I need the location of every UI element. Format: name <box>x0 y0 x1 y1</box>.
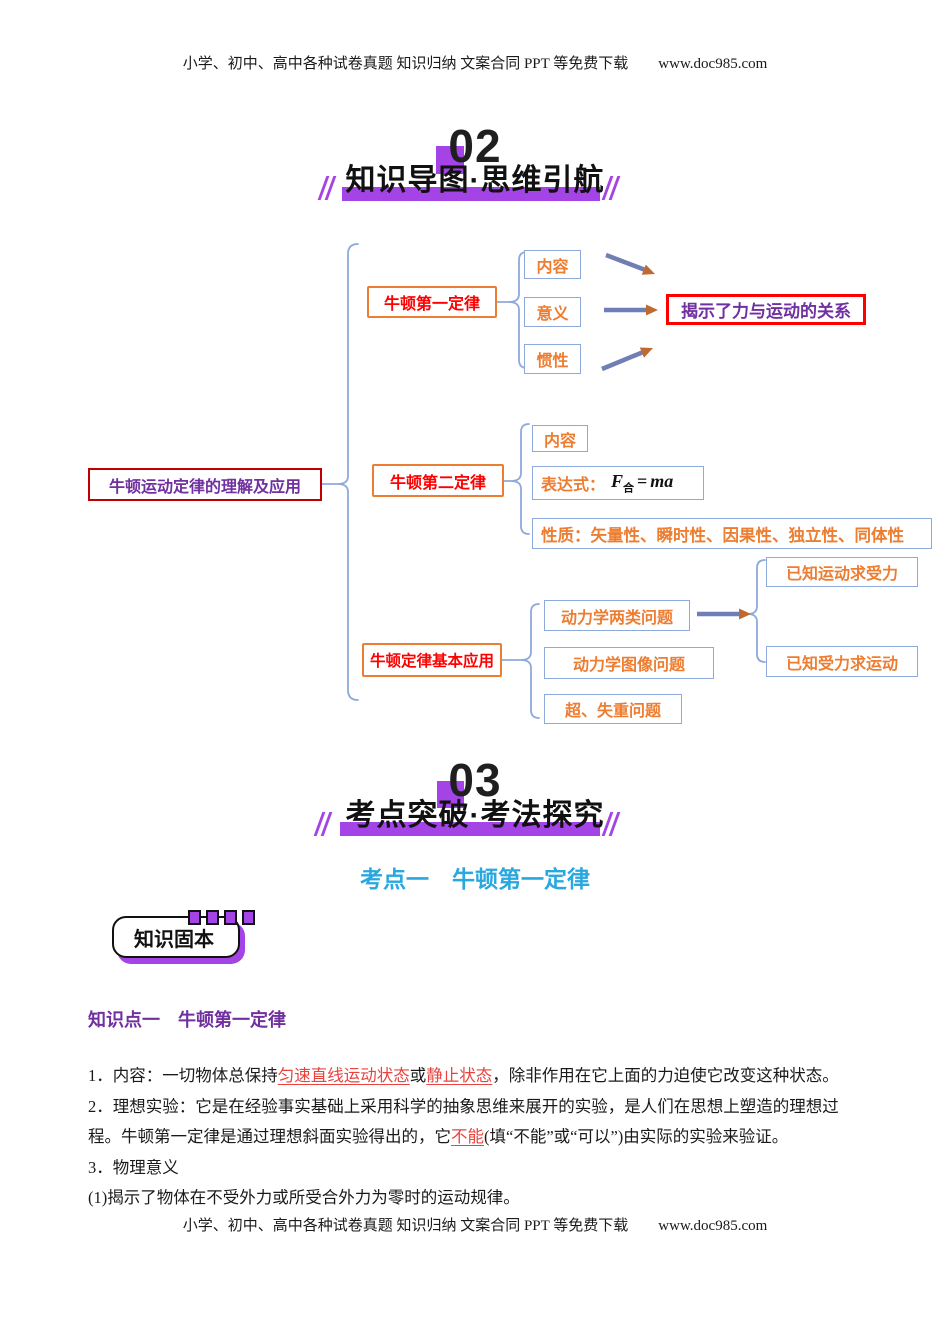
header-text: 小学、初中、高中各种试卷真题 知识归纳 文案合同 PPT 等免费下载 <box>182 56 629 72</box>
expression-label: 表达式： <box>541 477 606 494</box>
mindmap-node-known-force: 已知受力求运动 <box>766 646 918 677</box>
line3-post: (填“不能”或“可以”)由实际的实验来验证。 <box>484 1127 789 1146</box>
section03-title: 考点突破·考法探究 <box>345 799 605 832</box>
mindmap-root-node: 牛顿运动定律的理解及应用 <box>88 468 322 501</box>
mindmap-branch-newton-first-law: 牛顿第一定律 <box>367 286 497 318</box>
line3-pre: 程。牛顿第一定律是通过理想斜面实验得出的，它 <box>88 1127 451 1146</box>
footer-url: www.doc985.com <box>658 1218 768 1234</box>
body-line-5: (1)揭示了物体在不受外力或所受合外力为零时的运动规律。 <box>88 1188 520 1207</box>
footer-text: 小学、初中、高中各种试卷真题 知识归纳 文案合同 PPT 等免费下载 <box>182 1218 629 1234</box>
badge-perforation-icons <box>188 910 255 925</box>
line1-blank-rest-state: 静止状态 <box>426 1066 493 1085</box>
mindmap-node-expression: 表达式： F合=ma <box>532 466 704 500</box>
knowledge-badge-label: 知识固本 <box>134 928 214 951</box>
mindmap-node-properties: 性质：矢量性、瞬时性、因果性、独立性、同体性 <box>532 518 932 549</box>
page-header: 小学、初中、高中各种试卷真题 知识归纳 文案合同 PPT 等免费下载 www.do… <box>0 52 950 73</box>
exam-point-heading: 考点一 牛顿第一定律 <box>360 866 590 892</box>
section02-highlight-bar <box>342 187 600 201</box>
mindmap-node-weight-problems: 超、失重问题 <box>544 694 682 724</box>
section02-accent-square <box>436 146 464 174</box>
page-footer: 小学、初中、高中各种试卷真题 知识归纳 文案合同 PPT 等免费下载 www.do… <box>0 1214 950 1235</box>
body-line-4: 3．物理意义 <box>88 1158 179 1177</box>
section03-highlight-bar <box>340 822 600 836</box>
mindmap-node-inertia: 惯性 <box>524 344 581 374</box>
body-line-2: 2．理想实验：它是在经验事实基础上采用科学的抽象思维来展开的实验，是人们在思想上… <box>88 1097 839 1116</box>
line1-mid: 或 <box>409 1066 427 1085</box>
mindmap-node-content1: 内容 <box>524 250 581 279</box>
mindmap-node-meaning: 意义 <box>524 297 581 327</box>
body-line-3: 程。牛顿第一定律是通过理想斜面实验得出的，它不能(填“不能”或“可以”)由实际的… <box>88 1125 868 1149</box>
knowledge-badge: 知识固本 <box>112 916 240 958</box>
mindmap-node-two-type-problems: 动力学两类问题 <box>544 600 690 631</box>
line3-blank-cannot: 不能 <box>451 1127 484 1146</box>
mindmap-node-known-motion: 已知运动求受力 <box>766 557 918 587</box>
body-line-1: 1．内容：一切物体总保持匀速直线运动状态或静止状态，除非作用在它上面的力迫使它改… <box>88 1064 868 1088</box>
header-url: www.doc985.com <box>658 56 768 72</box>
mindmap-node-content2: 内容 <box>532 425 588 452</box>
line1-post: ，除非作用在它上面的力迫使它改变这种状态。 <box>492 1066 839 1085</box>
section02-number: 02 <box>448 120 502 172</box>
knowledge-point-heading: 知识点一 牛顿第一定律 <box>88 1010 286 1030</box>
section02-title: 知识导图·思维引航 <box>345 164 605 197</box>
mindmap-branch-newton-second-law: 牛顿第二定律 <box>372 464 504 497</box>
line1-pre: 1．内容：一切物体总保持 <box>88 1066 278 1085</box>
mindmap-node-graph-problems: 动力学图像问题 <box>544 647 714 679</box>
expression-formula: F合=ma <box>611 470 674 495</box>
line1-blank-uniform-motion: 匀速直线运动状态 <box>277 1066 410 1085</box>
mindmap-node-force-motion-relation: 揭示了力与运动的关系 <box>666 294 866 325</box>
mindmap-branch-basic-application: 牛顿定律基本应用 <box>362 643 502 677</box>
section03-accent-square <box>437 781 464 808</box>
section03-number: 03 <box>448 754 502 806</box>
